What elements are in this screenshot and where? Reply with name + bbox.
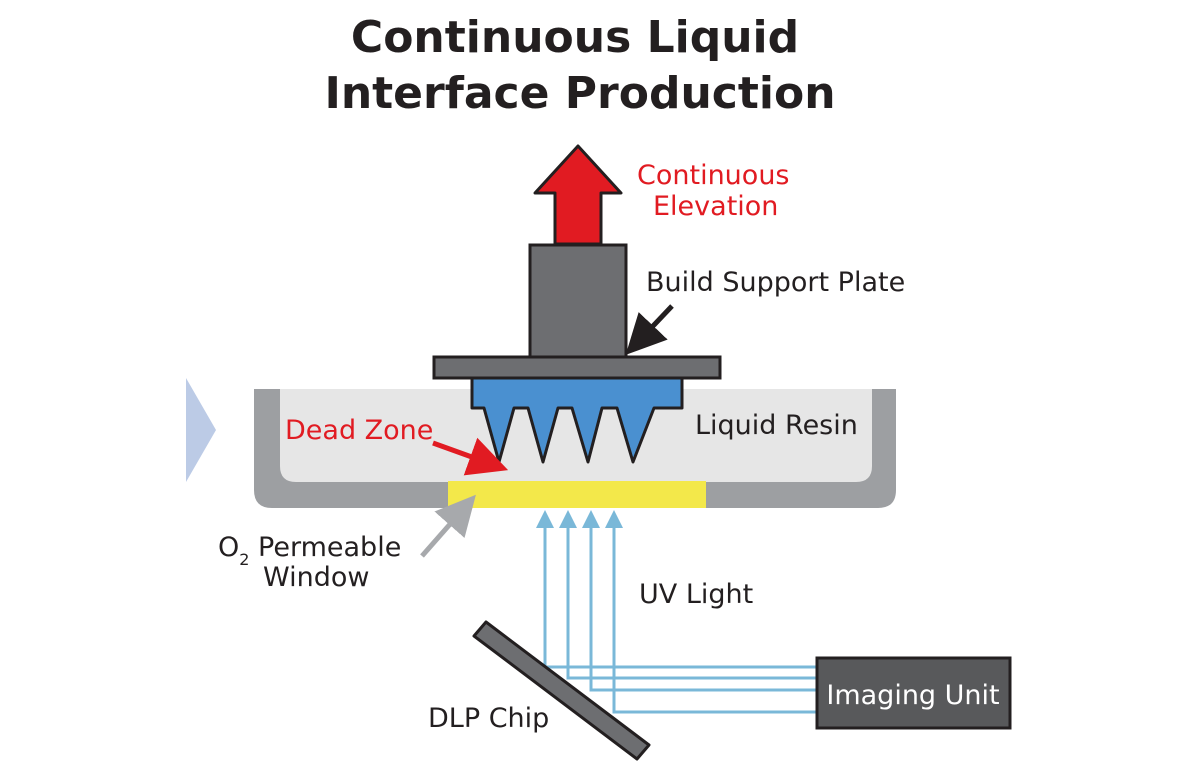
diagram-title-line1: Continuous Liquid xyxy=(351,12,799,63)
window-label-subscript: 2 xyxy=(239,550,249,569)
side-tab-shape xyxy=(186,378,216,482)
elevator-column xyxy=(528,243,628,359)
build-support-plate xyxy=(432,355,722,380)
window-label-o: O xyxy=(218,532,239,563)
build-support-plate-label: Build Support Plate xyxy=(646,267,905,298)
window-label-line2: Window xyxy=(263,562,369,593)
diagram-title-line2: Interface Production xyxy=(324,68,835,119)
dead-zone-pointer-arrow xyxy=(432,437,509,476)
dlp-chip xyxy=(472,620,651,761)
uv-light-beams xyxy=(536,510,817,714)
dead-zone-label: Dead Zone xyxy=(285,415,433,446)
build-plate-pointer-arrow xyxy=(625,304,674,355)
uv-beam-4 xyxy=(605,510,817,714)
imaging-unit-box xyxy=(815,656,1012,730)
uv-light-label: UV Light xyxy=(639,579,753,610)
imaging-unit-label: Imaging Unit xyxy=(826,680,999,711)
uv-beam-3 xyxy=(582,510,817,692)
dlp-chip-label: DLP Chip xyxy=(428,703,549,734)
uv-beam-2 xyxy=(559,510,817,680)
liquid-resin xyxy=(280,389,872,482)
window-label-permeable: Permeable xyxy=(249,532,401,563)
elevation-arrow-icon xyxy=(533,144,623,246)
window-pointer-arrow xyxy=(420,494,476,558)
liquid-resin-label: Liquid Resin xyxy=(695,410,858,441)
elevation-label-line1: Continuous xyxy=(637,160,790,191)
window-label-line1: O2 Permeable xyxy=(218,532,401,569)
elevation-label-line2: Elevation xyxy=(653,191,778,222)
o2-permeable-window xyxy=(448,481,706,508)
